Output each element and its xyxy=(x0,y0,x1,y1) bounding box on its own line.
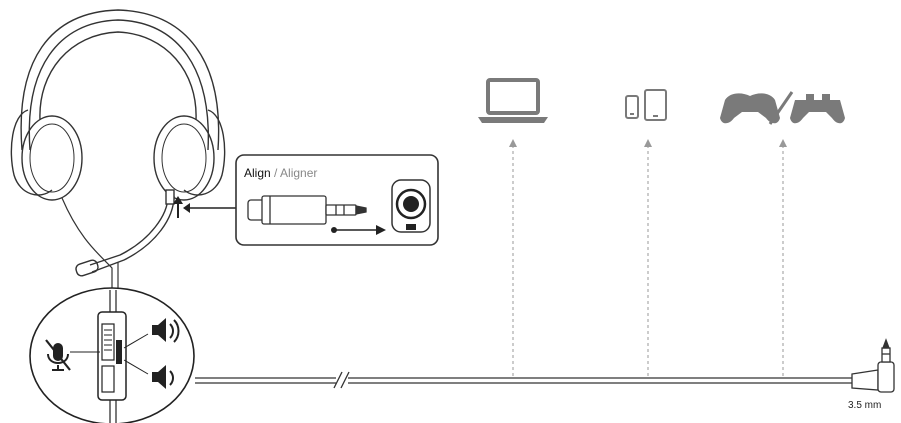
inline-control-detail xyxy=(29,287,195,423)
align-callout: Align / Aligner xyxy=(235,154,439,246)
callout-pointer-icon xyxy=(183,203,238,213)
device-connectors xyxy=(512,145,784,376)
align-label: Align xyxy=(244,166,271,180)
insert-arrow-icon xyxy=(173,196,183,218)
connector-arrow-mobile xyxy=(644,139,652,147)
connector-arrow-console xyxy=(779,139,787,147)
align-separator: / xyxy=(271,166,280,180)
gamepad-icon xyxy=(720,91,845,125)
laptop-icon xyxy=(478,78,548,123)
phone-tablet-icon xyxy=(625,89,667,121)
phone-icon xyxy=(625,95,639,119)
headphone-jack-icon xyxy=(851,338,895,393)
svg-text:Align / Aligner: Align / Aligner xyxy=(244,166,317,180)
headset-illustration xyxy=(10,9,226,290)
connector-arrowheads xyxy=(509,139,787,147)
volume-up-icon xyxy=(152,318,180,343)
plug-icon xyxy=(247,195,367,225)
jack-socket-icon xyxy=(391,179,431,233)
main-cable xyxy=(195,371,852,389)
align-arrow-icon xyxy=(331,225,386,235)
mic-mute-icon xyxy=(45,339,71,371)
connector-arrow-laptop xyxy=(509,139,517,147)
jack-size-label: 3.5 mm xyxy=(848,400,881,411)
aligner-label: Aligner xyxy=(280,166,317,180)
tablet-icon xyxy=(644,89,667,121)
volume-down-icon xyxy=(152,365,174,389)
